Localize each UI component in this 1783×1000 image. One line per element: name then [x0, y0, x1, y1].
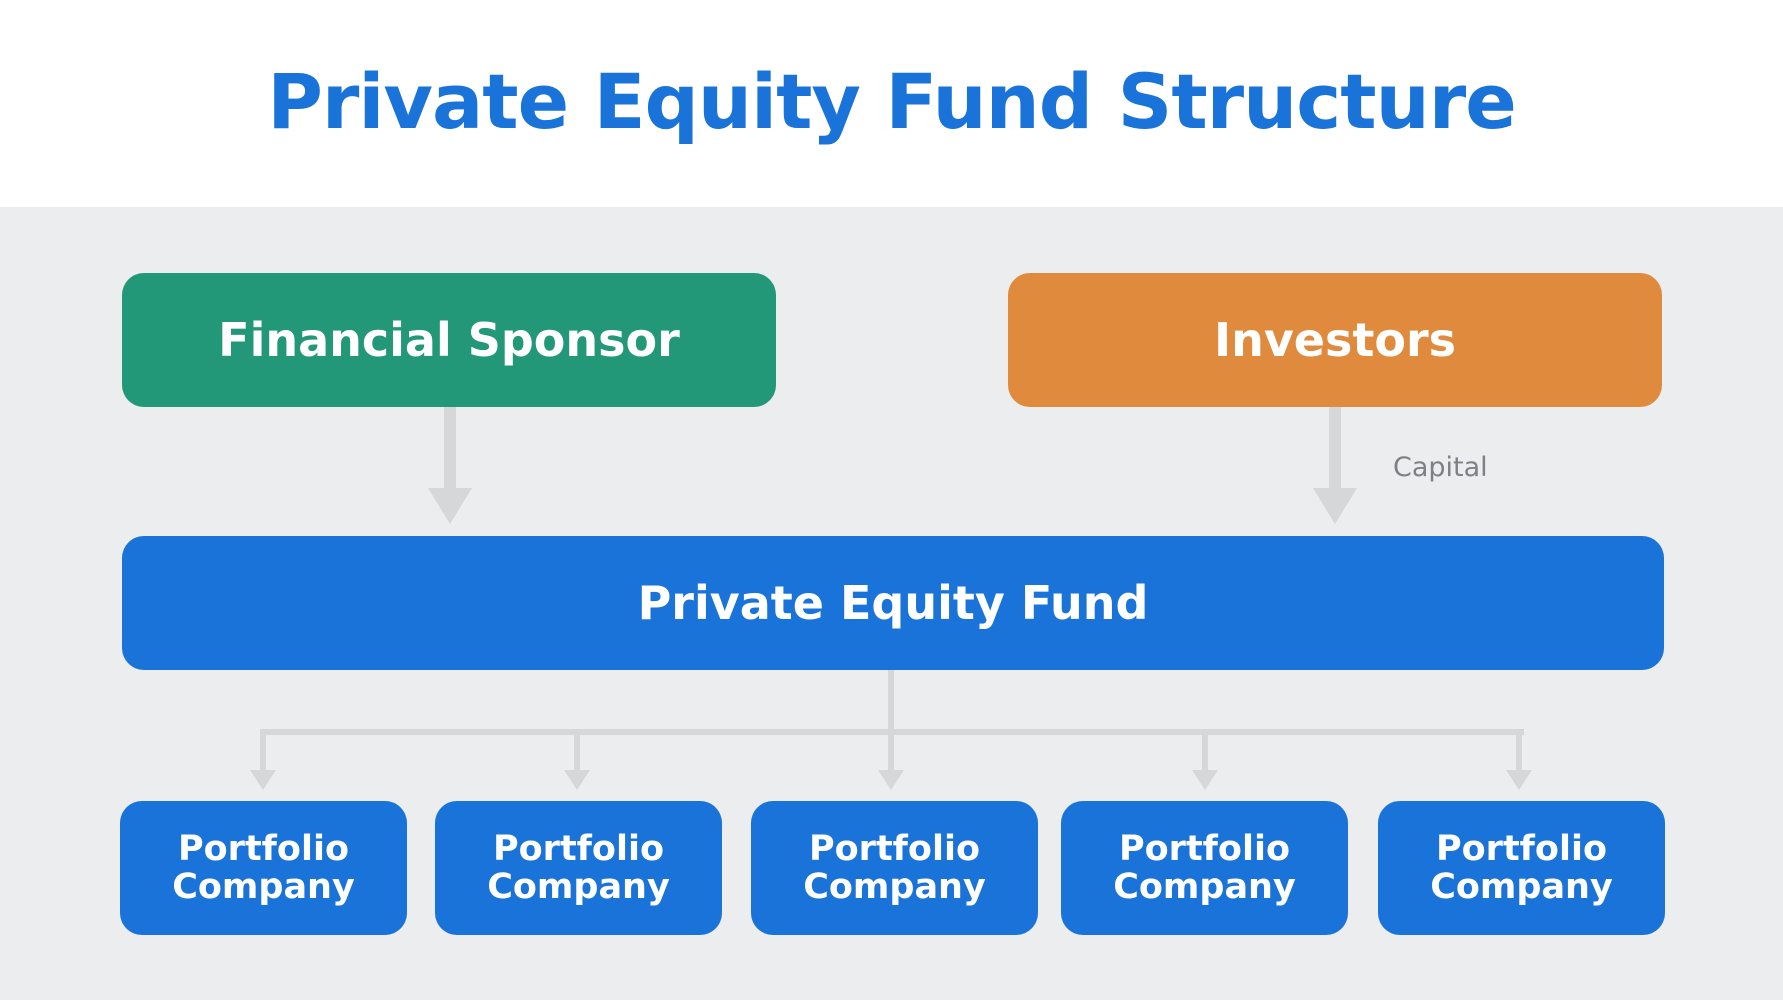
- page-title: Private Equity Fund Structure: [267, 57, 1517, 146]
- investors-arrow-shaft: [1329, 407, 1341, 492]
- portfolio-arrow-4: [1192, 770, 1218, 790]
- portfolio-company-node: Portfolio Company: [120, 801, 407, 935]
- header: Private Equity Fund Structure: [0, 0, 1783, 207]
- portfolio-arrow-2: [564, 770, 590, 790]
- capital-edge-label: Capital: [1393, 452, 1488, 483]
- investors-node: Investors: [1008, 273, 1662, 407]
- portfolio-arrow-1: [250, 770, 276, 790]
- portfolio-company-node: Portfolio Company: [751, 801, 1038, 935]
- portfolio-arrow-3: [878, 770, 904, 790]
- investors-arrow-head: [1313, 488, 1357, 524]
- financial-sponsor-node: Financial Sponsor: [122, 273, 776, 407]
- private-equity-fund-node: Private Equity Fund: [122, 536, 1664, 670]
- sponsor-arrow-head: [428, 488, 472, 524]
- sponsor-arrow-shaft: [444, 407, 456, 492]
- portfolio-drop-2: [574, 729, 580, 774]
- portfolio-company-node: Portfolio Company: [1061, 801, 1348, 935]
- portfolio-drop-1: [260, 729, 266, 774]
- fund-trunk: [888, 670, 894, 733]
- portfolio-drop-4: [1202, 729, 1208, 774]
- portfolio-drop-5: [1516, 729, 1522, 774]
- portfolio-arrow-5: [1506, 770, 1532, 790]
- portfolio-drop-3: [888, 729, 894, 774]
- portfolio-company-node: Portfolio Company: [435, 801, 722, 935]
- portfolio-company-node: Portfolio Company: [1378, 801, 1665, 935]
